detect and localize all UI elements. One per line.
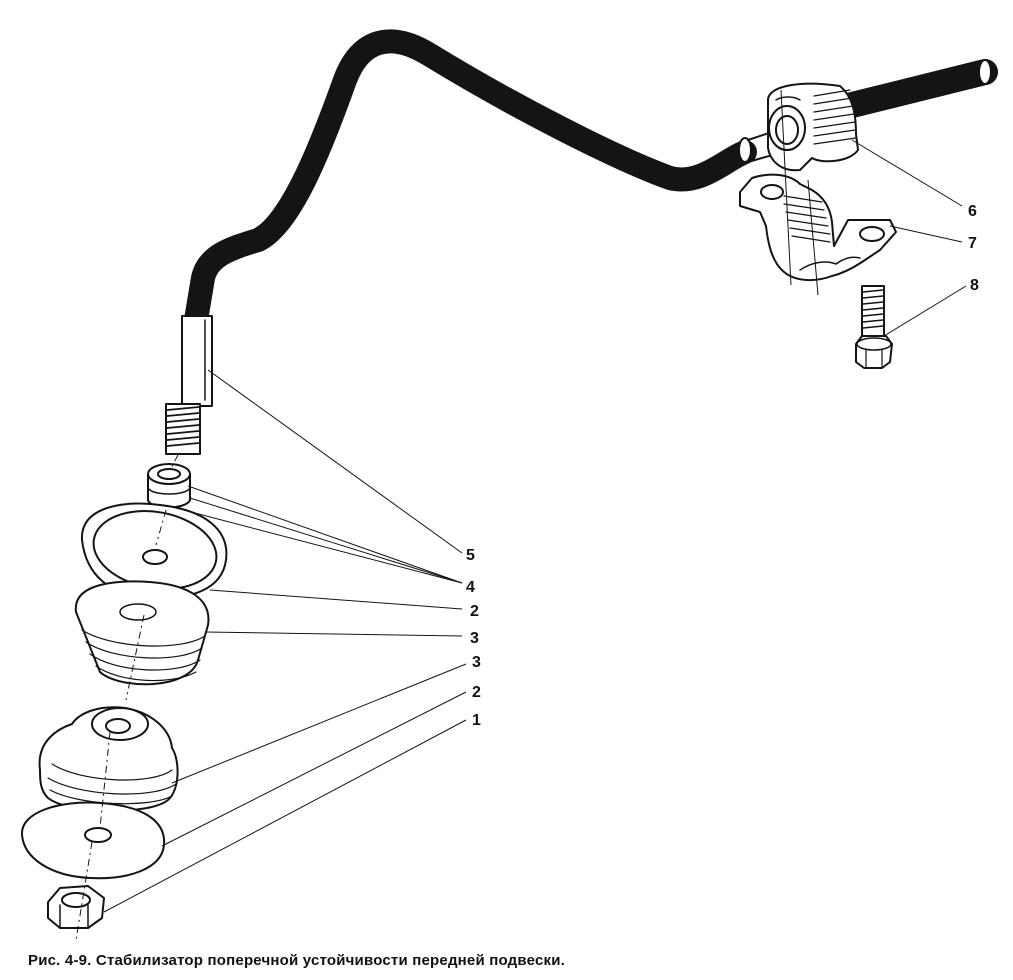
lower-rubber-cushion xyxy=(38,706,179,812)
stabilizer-bar xyxy=(184,29,998,332)
label-8: 8 xyxy=(970,277,979,294)
label-7: 7 xyxy=(968,235,977,252)
rubber-bushing xyxy=(767,82,859,172)
bracket-axes xyxy=(780,89,819,296)
callout-labels: 6 7 8 5 4 2 3 3 2 1 xyxy=(466,203,979,729)
assembly-axis xyxy=(75,454,179,941)
upper-rubber-cushion xyxy=(74,580,210,686)
nut xyxy=(47,885,105,929)
label-5: 5 xyxy=(466,547,475,564)
label-3b: 3 xyxy=(472,654,481,671)
bar-threaded-end xyxy=(165,315,213,455)
label-3a: 3 xyxy=(470,630,479,647)
label-4: 4 xyxy=(466,579,475,596)
leader-lines xyxy=(103,139,967,913)
label-6: 6 xyxy=(968,203,977,220)
spacer-sleeve xyxy=(147,463,191,509)
lower-washer xyxy=(20,801,166,880)
figure-caption: Рис. 4-9. Стабилизатор поперечной устойч… xyxy=(28,952,566,969)
label-2a: 2 xyxy=(470,603,479,620)
bracket xyxy=(739,173,897,282)
label-2b: 2 xyxy=(472,684,481,701)
bolt xyxy=(855,285,893,369)
label-1: 1 xyxy=(472,712,481,729)
